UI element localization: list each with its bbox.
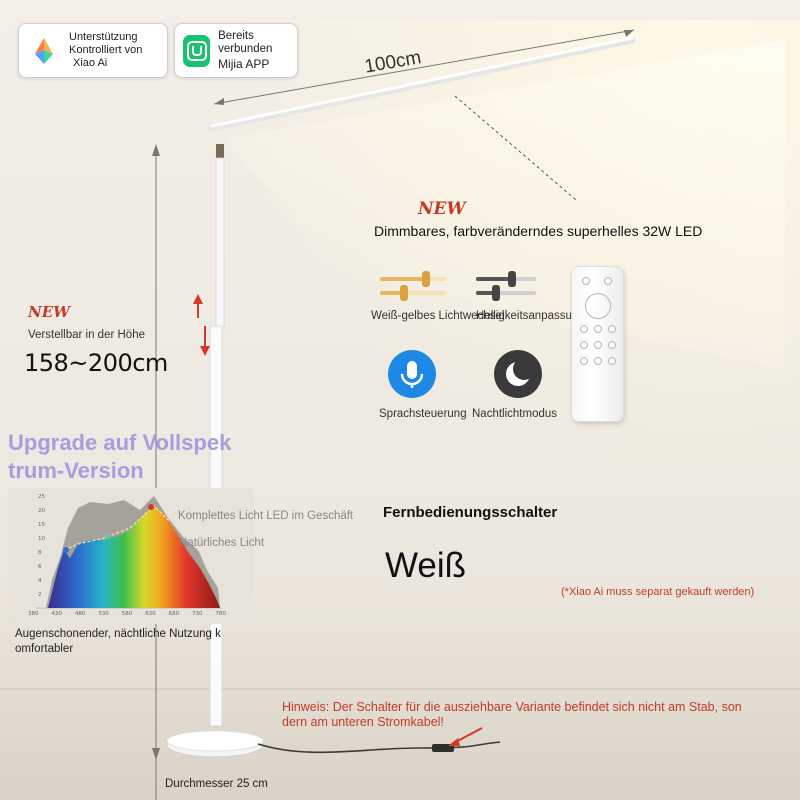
color-temp-slider-icon — [380, 271, 446, 301]
moon-icon — [494, 350, 542, 398]
svg-text:4: 4 — [38, 578, 42, 584]
xiao-ai-line2: Kontrolliert von — [69, 44, 143, 56]
brightness-label: Helligkeitsanpassung — [476, 310, 585, 322]
svg-text:25: 25 — [38, 494, 45, 500]
spectrum-x-ticks: 380 430 480 530 580 630 680 730 780 — [28, 611, 226, 617]
remote-switch-label: Fernbedienungsschalter — [383, 504, 558, 521]
spectrum-caption-line1: Augenschonender, nächtliche Nutzung k — [15, 628, 221, 640]
color-temp-label: Weiß-gelbes Lichtwechsel — [371, 310, 505, 322]
mijia-badge: Bereits verbunden Mijia APP — [174, 23, 298, 78]
xiao-ai-badge: Unterstützung Kontrolliert von Xiao Ai — [18, 23, 168, 78]
x-tick: 780 — [215, 611, 227, 617]
svg-text:10: 10 — [38, 536, 45, 542]
height-range-label: 158~200cm — [24, 349, 168, 377]
x-tick: 530 — [98, 611, 109, 617]
height-adjust-label: Verstellbar in der Höhe — [28, 329, 145, 341]
svg-text:15: 15 — [38, 522, 45, 528]
xiao-ai-note: (*Xiao Ai muss separat gekauft werden) — [561, 586, 755, 598]
xiao-ai-line1: Unterstützung — [69, 31, 138, 43]
voice-control-label: Sprachsteuerung — [379, 408, 467, 420]
x-tick: 430 — [51, 611, 62, 617]
remote-control-image — [571, 266, 624, 422]
x-tick: 730 — [192, 611, 203, 617]
base-diameter-label: Durchmesser 25 cm — [165, 778, 268, 790]
x-tick: 380 — [28, 611, 39, 617]
upgrade-title-line1: Upgrade auf Vollspek — [8, 430, 232, 455]
color-name: Weiß — [385, 546, 467, 585]
x-tick: 630 — [145, 611, 156, 617]
hint-line2: dern am unteren Stromkabel! — [282, 715, 444, 729]
mijia-logo-icon — [183, 34, 211, 67]
upgrade-title-line2: trum-Version — [8, 458, 144, 483]
night-mode-label: Nachtlichtmodus — [472, 408, 558, 420]
x-tick: 480 — [74, 611, 86, 617]
xiao-ai-line3: Xiao Ai — [73, 57, 108, 69]
height-new-tag: NEW — [28, 303, 70, 321]
legend-natural-light: Natürliches Licht — [179, 537, 265, 549]
mijia-line1: Bereits verbunden — [218, 30, 273, 55]
legend-full-spectrum: Komplettes Licht LED im Geschäft — [178, 510, 354, 522]
svg-text:2: 2 — [38, 592, 42, 598]
spectrum-caption-line2: omfortabler — [15, 643, 74, 655]
hint-line1: Hinweis: Der Schalter für die ausziehbar… — [282, 700, 742, 714]
spectrum-chart: 25 20 15 10 8 6 4 2 — [8, 488, 254, 624]
x-tick: 680 — [168, 611, 180, 617]
headline-text: Dimmbares, farbveränderndes superhelles … — [374, 223, 703, 239]
mijia-line2: Mijia APP — [218, 57, 270, 71]
xiao-ai-logo-icon — [35, 37, 53, 64]
microphone-icon — [388, 350, 436, 398]
svg-text:20: 20 — [38, 508, 45, 514]
svg-text:8: 8 — [38, 550, 42, 556]
x-tick: 580 — [121, 611, 133, 617]
headline-new-tag: NEW — [418, 199, 466, 219]
brightness-slider-icon — [476, 271, 536, 301]
svg-text:6: 6 — [38, 564, 42, 570]
